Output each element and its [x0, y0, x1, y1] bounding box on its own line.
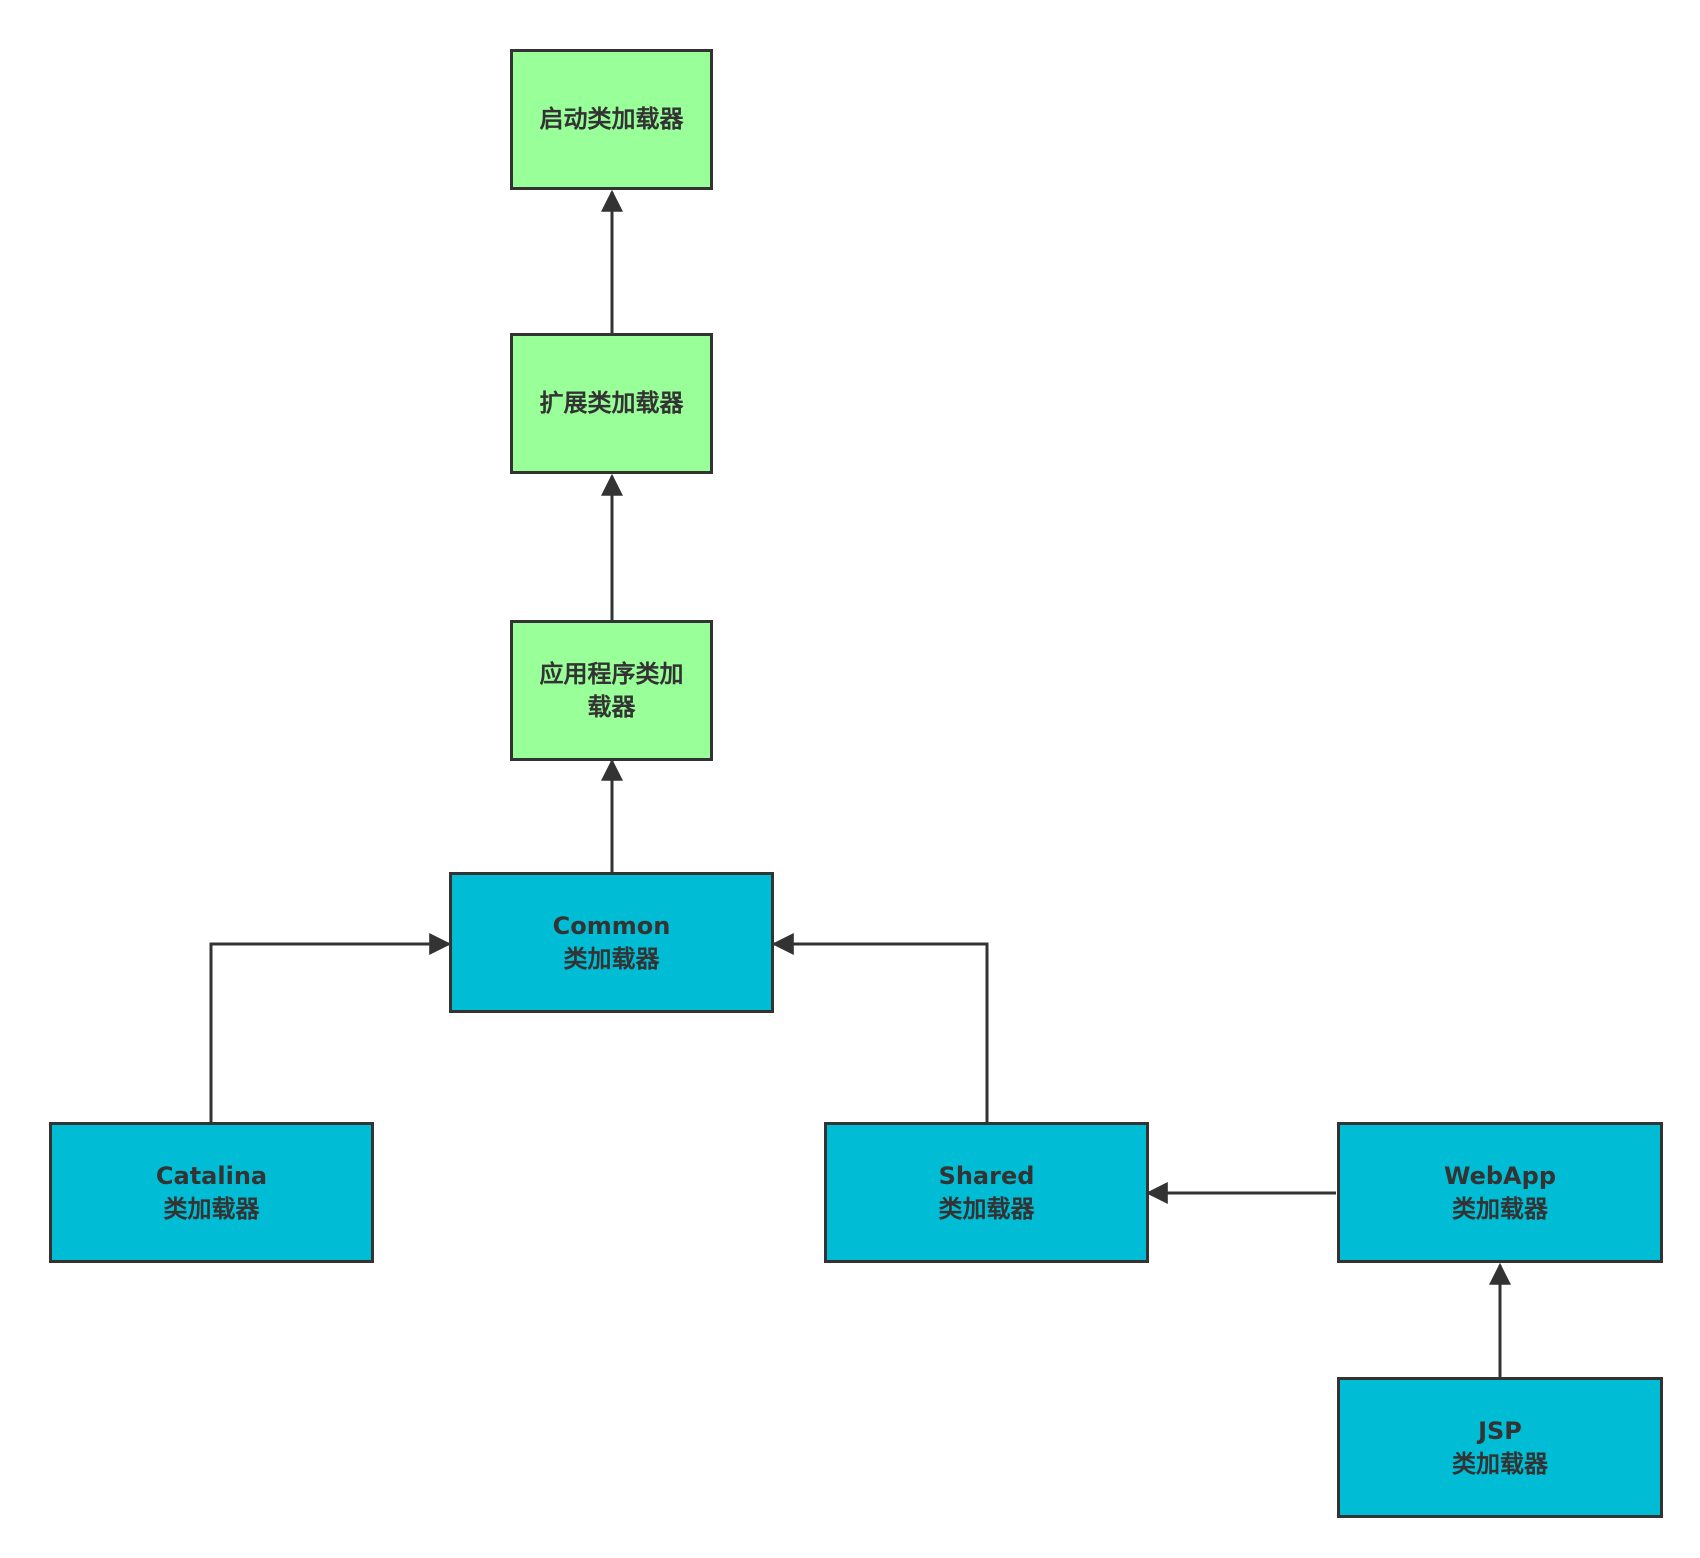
node-label: 启动类加载器	[539, 105, 684, 133]
node-application-class-loader: 应用程序类加载器	[510, 620, 713, 761]
node-webapp-class-loader: WebApp 类加载器	[1337, 1122, 1663, 1263]
node-catalina-class-loader: Catalina 类加载器	[49, 1122, 374, 1263]
node-label-line2: 类加载器	[163, 1194, 260, 1223]
node-label-line1: Shared	[938, 1161, 1035, 1190]
node-bootstrap-class-loader: 启动类加载器	[510, 49, 713, 190]
node-label-line1: WebApp	[1443, 1161, 1556, 1190]
edge-shared-to-common	[771, 933, 989, 1122]
node-label-line2: 类加载器	[938, 1194, 1035, 1223]
node-label-line1: JSP	[1478, 1416, 1522, 1445]
node-jsp-class-loader: JSP 类加载器	[1337, 1377, 1663, 1518]
node-label-line1: Catalina	[155, 1161, 268, 1190]
node-label: 扩展类加载器	[539, 389, 684, 417]
node-shared-class-loader: Shared 类加载器	[824, 1122, 1149, 1263]
node-label: 应用程序类加载器	[539, 659, 684, 721]
edge-catalina-to-common	[209, 933, 452, 1122]
node-common-class-loader: Common 类加载器	[449, 872, 774, 1013]
node-label-line1: Common	[552, 911, 671, 940]
node-label-line2: 类加载器	[1451, 1194, 1548, 1223]
node-label-line2: 类加载器	[1452, 1449, 1548, 1478]
node-extension-class-loader: 扩展类加载器	[510, 333, 713, 474]
node-label-line2: 类加载器	[563, 944, 660, 973]
